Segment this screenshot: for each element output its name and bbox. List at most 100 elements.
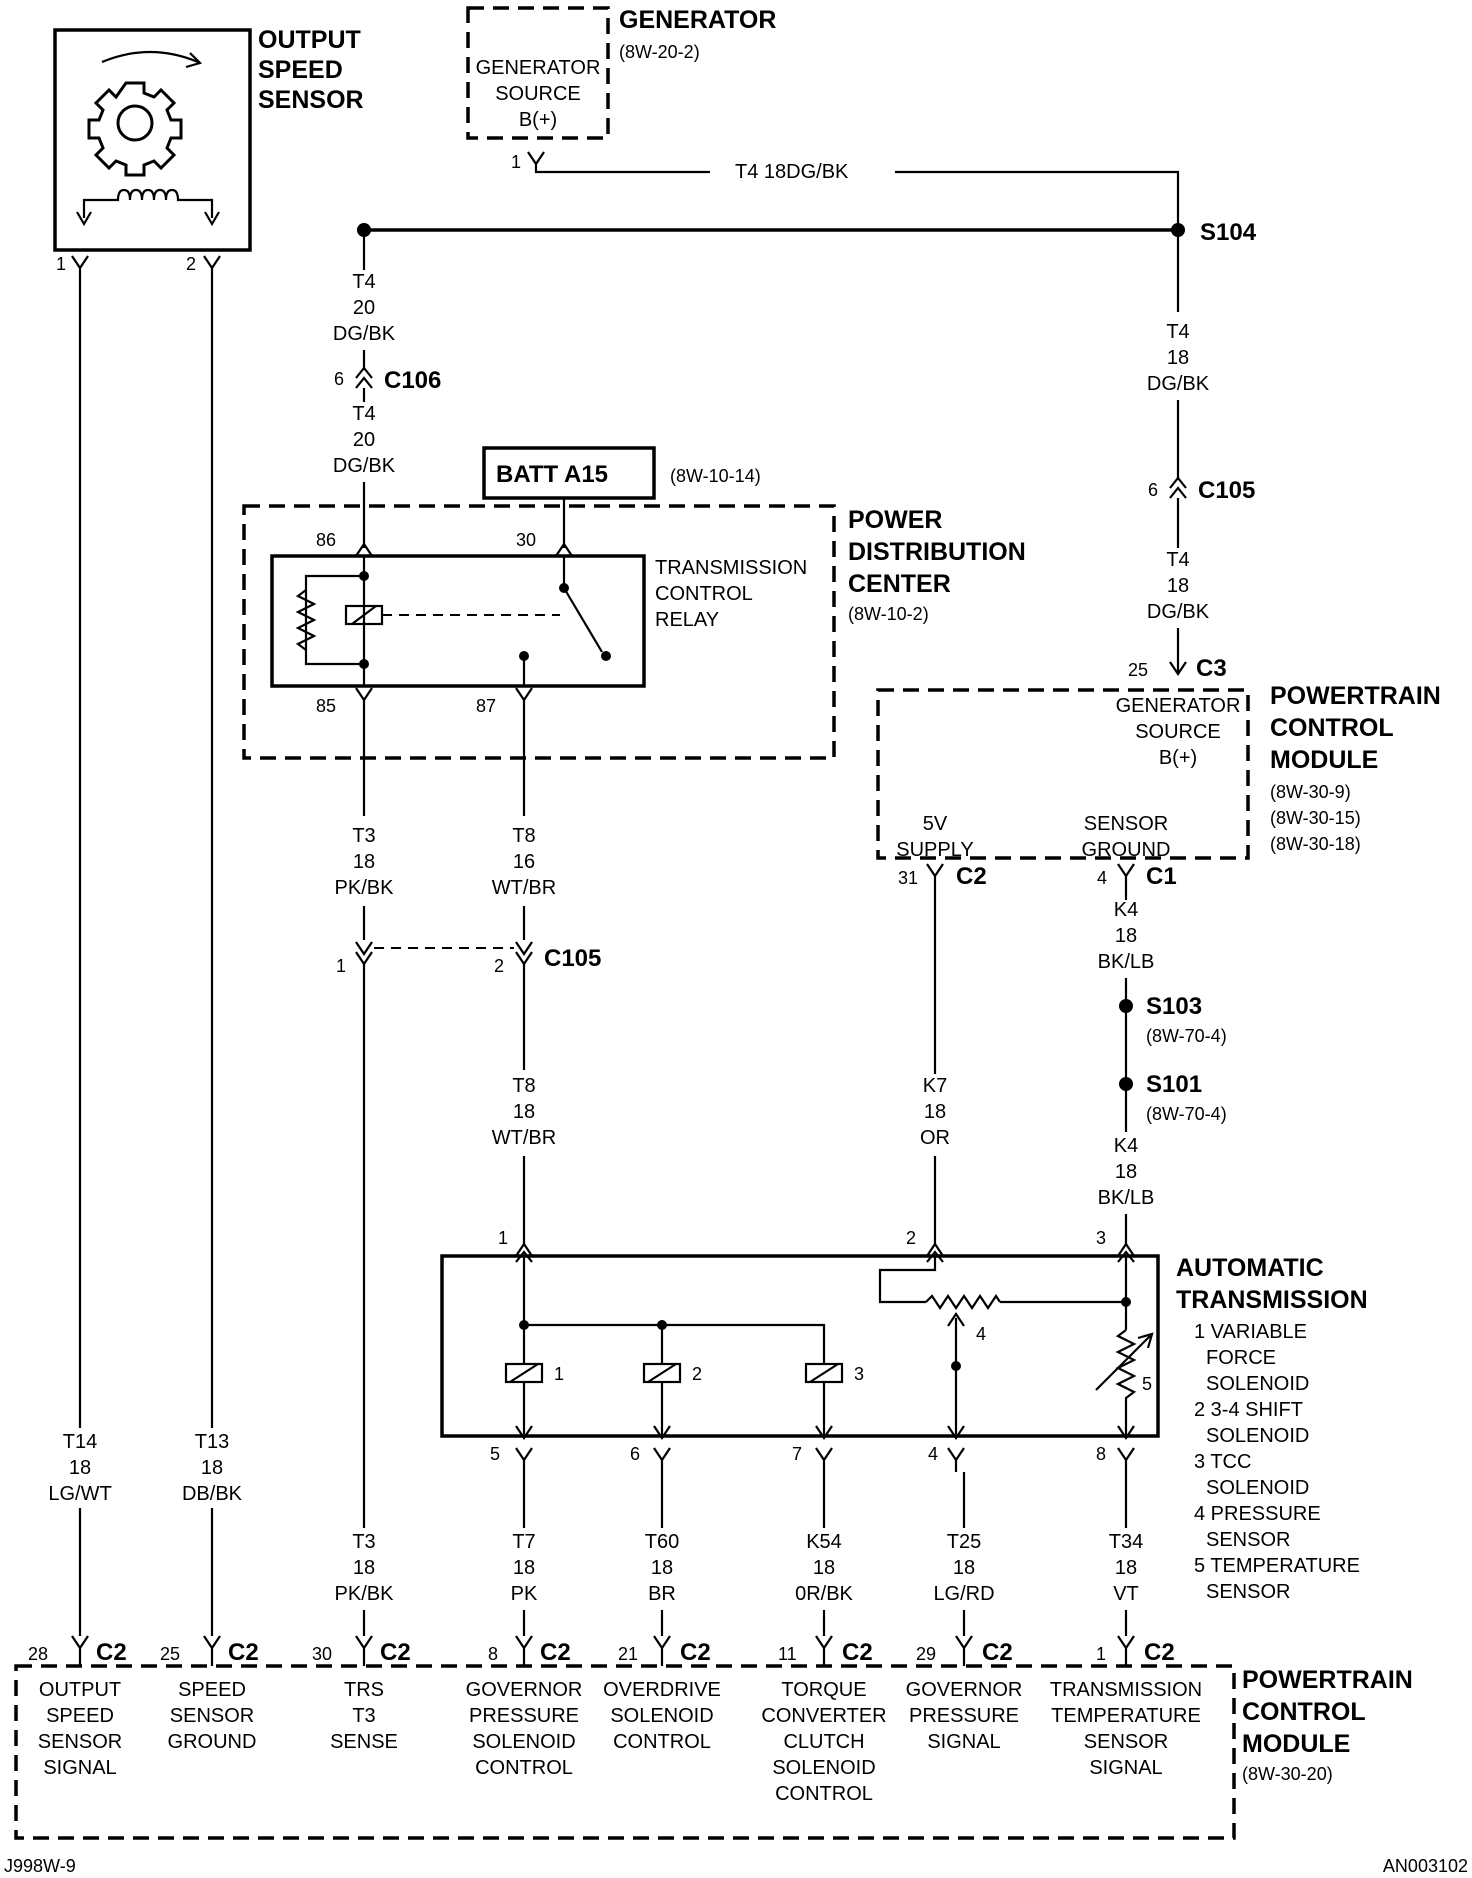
wire-t4-20-b-line1: T4 <box>352 403 375 425</box>
at-bottom-pin-7: 7 <box>792 1444 802 1464</box>
at-title-line2: TRANSMISSION <box>1176 1286 1368 1314</box>
pcm-bottom-c2-1: C2 <box>96 1639 127 1666</box>
pcm-bottom-c2-8: C2 <box>1144 1639 1175 1666</box>
wire-t4-18-b-line2: 18 <box>1167 575 1189 597</box>
pcm-bottom-pin-30: 30 <box>312 1644 332 1664</box>
at-legend-7: 4 PRESSURE <box>1194 1503 1321 1525</box>
at-legend-9: 5 TEMPERATURE <box>1194 1555 1360 1577</box>
wire-t14-line3-top: LG/WT <box>48 1483 111 1505</box>
pdc-title-line3: CENTER <box>848 570 951 598</box>
pcm-top-box <box>876 688 1250 860</box>
at-top-pin-3: 3 <box>1096 1228 1106 1248</box>
label-7-2: SENSOR <box>1084 1731 1168 1753</box>
pcm-bottom-title-line1: POWERTRAIN <box>1242 1666 1413 1694</box>
pdc-title-line1: POWER <box>848 506 942 534</box>
wire-t60-line3: BR <box>648 1583 676 1605</box>
at-top-pin-2: 2 <box>906 1228 916 1248</box>
label-0-3: SIGNAL <box>43 1757 116 1779</box>
c106-label: C106 <box>384 367 441 394</box>
s103-ref: (8W-70-4) <box>1146 1026 1227 1046</box>
at-legend-2: SOLENOID <box>1206 1373 1309 1395</box>
at-legend-10: SENSOR <box>1206 1581 1290 1603</box>
gear-icon <box>87 81 183 177</box>
wire-k4-b-line1: K4 <box>1114 1135 1138 1157</box>
c3-pin: 25 <box>1128 660 1148 680</box>
pcm-bottom-c2-7: C2 <box>982 1639 1013 1666</box>
at-legend-1: FORCE <box>1206 1347 1276 1369</box>
wire-t60-line2: 18 <box>651 1557 673 1579</box>
wire-t13-line1-top: T13 <box>195 1431 229 1453</box>
batt-ref: (8W-10-14) <box>670 466 761 486</box>
c105-mid-pin1: 1 <box>336 956 346 976</box>
label-3-1: PRESSURE <box>469 1705 579 1727</box>
at-bottom-pin-8: 8 <box>1096 1444 1106 1464</box>
pcm-bottom-pin-29: 29 <box>916 1644 936 1664</box>
pcm-label-output-speed: OUTPUT SPEED SENSOR SIGNAL <box>38 1679 122 1779</box>
pcm-bottom-c2-2: C2 <box>228 1639 259 1666</box>
pcm-label-speed-ground: SPEED SENSOR GROUND <box>168 1679 257 1753</box>
at-top-pin-1: 1 <box>498 1228 508 1248</box>
temperature-sensor-thermistor <box>1115 1329 1137 1436</box>
wire-k54-line2: 18 <box>813 1557 835 1579</box>
wire-t4-20-a-line1: T4 <box>352 271 375 293</box>
s103-label: S103 <box>1146 993 1202 1020</box>
pcm-label-trans-temp: TRANSMISSION TEMPERATURE SENSOR SIGNAL <box>1050 1679 1202 1779</box>
s101-label: S101 <box>1146 1071 1202 1098</box>
wire-t3-bottom-line2: 18 <box>353 1557 375 1579</box>
wire-t3-bottom-line3: PK/BK <box>335 1583 395 1605</box>
c3-label: C3 <box>1196 655 1227 682</box>
label-3-0: GOVERNOR <box>466 1679 583 1701</box>
wire-t4-18-a-line3: DG/BK <box>1147 373 1210 395</box>
wire-t13-line3-top: DB/BK <box>182 1483 243 1505</box>
at-legend-8: SENSOR <box>1206 1529 1290 1551</box>
c105-top-pin: 6 <box>1148 480 1158 500</box>
label-4-1: SOLENOID <box>610 1705 713 1727</box>
splice-s103-dot <box>1119 999 1133 1013</box>
c106-pin: 6 <box>334 369 344 389</box>
label-5-0: TORQUE <box>781 1679 866 1701</box>
pcm-label-governor-signal: GOVERNOR PRESSURE SIGNAL <box>906 1679 1023 1753</box>
label-6-0: GOVERNOR <box>906 1679 1023 1701</box>
wire-t4-20-b-line2: 20 <box>353 429 375 451</box>
wire-t8-16-line3: WT/BR <box>492 877 556 899</box>
component-num-3: 3 <box>854 1364 864 1384</box>
wire-t7-line2: 18 <box>513 1557 535 1579</box>
pcm-top-title-line1: POWERTRAIN <box>1270 682 1441 710</box>
relay-label-line1: TRANSMISSION <box>655 557 807 579</box>
component-num-4: 4 <box>976 1324 986 1344</box>
wire-t4-20-a-line2: 20 <box>353 297 375 319</box>
pin-86: 86 <box>316 530 336 550</box>
pcm-top-ref1: (8W-30-9) <box>1270 782 1351 802</box>
relay-box <box>270 554 646 688</box>
output-speed-sensor: OUTPUT SPEED SENSOR 1 2 <box>53 26 364 278</box>
at-bottom-pin-5: 5 <box>490 1444 500 1464</box>
wire-t25-line1: T25 <box>947 1531 981 1553</box>
pcm-bottom: POWERTRAIN CONTROL MODULE (8W-30-20) 28 … <box>14 1635 1413 1840</box>
wire-t34-line3: VT <box>1113 1583 1139 1605</box>
wire-t34-line2: 18 <box>1115 1557 1137 1579</box>
footer-right-code: AN003102 <box>1383 1856 1468 1876</box>
pcm-bottom-ref: (8W-30-20) <box>1242 1764 1333 1784</box>
rotation-arrow <box>101 50 199 64</box>
pcm-bottom-box <box>14 1664 1236 1840</box>
component-num-1: 1 <box>554 1364 564 1384</box>
pcm-c2-label: C2 <box>956 863 987 890</box>
pcm-bottom-pin-25: 25 <box>160 1644 180 1664</box>
wire-t8-16-line1: T8 <box>512 825 535 847</box>
pcm-5v-line2: SUPPLY <box>896 839 973 861</box>
generator-box <box>466 6 610 140</box>
c105-mid-label: C105 <box>544 945 601 972</box>
footer-left-code: J998W-9 <box>4 1856 76 1876</box>
pcm-bottom-c2-3: C2 <box>380 1639 411 1666</box>
sensor-connector-2 <box>203 255 221 278</box>
pressure-sensor-resistor <box>925 1294 1001 1310</box>
at-bottom-pin-6: 6 <box>630 1444 640 1464</box>
pcm-bottom-pin-11: 11 <box>778 1644 797 1664</box>
generator-title: GENERATOR <box>619 6 776 34</box>
component-num-2: 2 <box>692 1364 702 1384</box>
pcm-bottom-pin-8: 8 <box>488 1644 498 1664</box>
wire-k4-b-line3: BK/LB <box>1098 1187 1155 1209</box>
label-3-2: SOLENOID <box>472 1731 575 1753</box>
pcm-gen-source-line3: B(+) <box>1159 747 1197 769</box>
